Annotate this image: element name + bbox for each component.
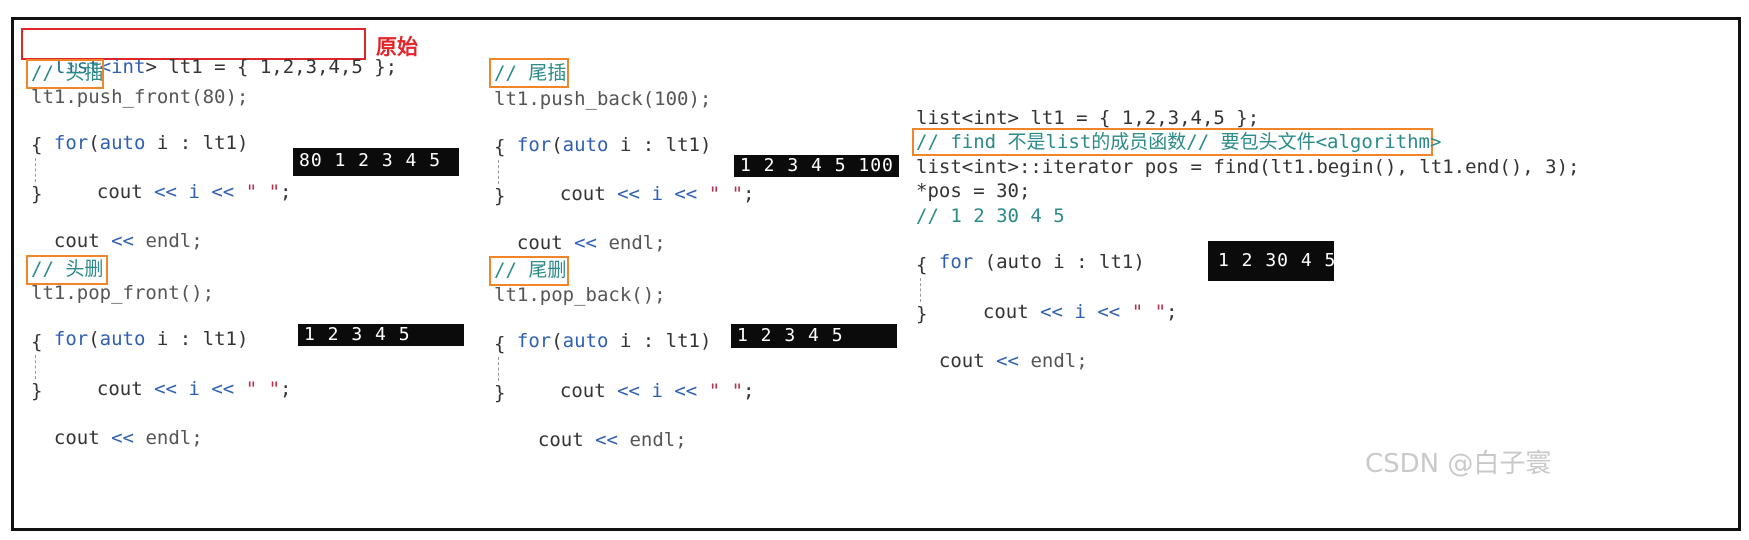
- push-back-endl-line: cout << endl;: [516, 232, 666, 254]
- pop-front-for-line: for(auto i : lt1): [53, 328, 249, 350]
- push-back-brace-close: }: [494, 185, 506, 207]
- push-back-indent-guide: [498, 160, 499, 184]
- pop-front-comment: // 头删: [31, 258, 104, 280]
- find-result-comment: // 1 2 30 4 5: [916, 205, 1065, 227]
- original-declaration: list<int> lt1 = { 1,2,3,4,5 };: [53, 56, 398, 78]
- pop-back-cout-line: cout << i << " ";: [559, 380, 755, 402]
- push-front-cout-line: cout << i << " ";: [96, 181, 292, 203]
- push-back-brace-open: {: [494, 136, 506, 158]
- pop-back-brace-close: }: [494, 382, 506, 404]
- push-front-brace-open: {: [31, 134, 43, 156]
- pop-back-endl-line: cout << endl;: [537, 429, 687, 451]
- push-front-comment: // 头插: [31, 62, 104, 84]
- pop-front-call: lt1.pop_front();: [31, 282, 215, 304]
- find-brace-close: }: [916, 303, 928, 325]
- push-back-for-line: for(auto i : lt1): [516, 134, 712, 156]
- pop-front-endl-line: cout << endl;: [53, 427, 203, 449]
- list-type: list: [53, 56, 100, 78]
- pop-front-comment-box: [26, 255, 108, 285]
- find-comment-box: [912, 128, 1433, 156]
- find-assign-line: *pos = 30;: [916, 180, 1031, 202]
- original-label: 原始: [376, 34, 418, 59]
- pop-back-comment: // 尾删: [494, 259, 567, 281]
- pop-front-brace-open: {: [31, 331, 43, 353]
- find-brace-open: {: [916, 254, 928, 276]
- push-front-output: 80 1 2 3 4 5: [293, 148, 459, 176]
- pop-front-brace-close: }: [31, 380, 43, 402]
- find-iterator-line: list<int>::iterator pos = find(lt1.begin…: [916, 156, 1580, 178]
- push-back-cout-line: cout << i << " ";: [559, 183, 755, 205]
- find-output: 1 2 30 4 5: [1208, 241, 1335, 281]
- push-back-output: 1 2 3 4 5 100: [734, 155, 899, 177]
- pop-front-cout-line: cout << i << " ";: [96, 378, 292, 400]
- find-indent-guide: [920, 278, 921, 302]
- find-comment: // find 不是list的成员函数// 要包头文件<algorithm>: [916, 131, 1442, 153]
- push-back-call: lt1.push_back(100);: [494, 88, 712, 110]
- find-endl-line: cout << endl;: [938, 350, 1088, 372]
- pop-front-indent-guide: [35, 355, 36, 379]
- original-highlight-box: [21, 28, 366, 60]
- pop-back-brace-open: {: [494, 333, 506, 355]
- push-front-comment-box: [26, 59, 104, 89]
- push-front-indent-guide: [35, 158, 36, 182]
- push-back-comment-box: [489, 58, 569, 88]
- pop-back-comment-box: [489, 256, 569, 286]
- push-front-call: lt1.push_front(80);: [31, 86, 249, 108]
- push-back-comment: // 尾插: [494, 62, 567, 84]
- pop-back-output: 1 2 3 4 5: [731, 324, 897, 348]
- push-front-brace-close: }: [31, 183, 43, 205]
- push-front-endl-line: cout << endl;: [53, 230, 203, 252]
- watermark: CSDN @白子寰: [1365, 449, 1552, 479]
- pop-front-output: 1 2 3 4 5: [298, 324, 464, 346]
- pop-back-for-line: for(auto i : lt1): [516, 330, 712, 352]
- pop-back-call: lt1.pop_back();: [494, 284, 666, 306]
- find-declaration: list<int> lt1 = { 1,2,3,4,5 };: [916, 107, 1260, 129]
- find-for-line: for (auto i : lt1): [938, 251, 1145, 273]
- find-cout-line: cout << i << " ";: [982, 301, 1178, 323]
- screenshot-frame: [11, 17, 1741, 531]
- pop-back-indent-guide: [498, 357, 499, 381]
- push-front-for-line: for(auto i : lt1): [53, 132, 249, 154]
